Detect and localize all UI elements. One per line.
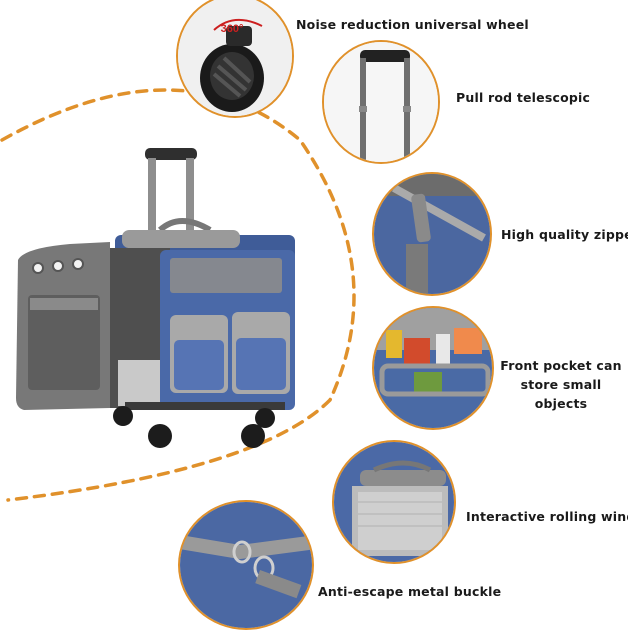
feature-label-buckle: Anti-escape metal buckle — [318, 584, 502, 599]
feature-label-zipper: High quality zipper — [501, 227, 628, 242]
telescopic-handle-icon — [322, 40, 440, 164]
feature-label-window: Interactive rolling window — [466, 509, 628, 524]
feature-label-pocket-line1: Front pocket can — [500, 358, 622, 373]
feature-label-handle: Pull rod telescopic — [456, 90, 591, 105]
feature-label-wheel: Noise reduction universal wheel — [296, 17, 529, 32]
feature-label-pocket: Front pocket can store small objects — [500, 356, 622, 413]
feature-label-pocket-line2: store small objects — [520, 377, 602, 411]
product-image — [10, 140, 310, 460]
wheel-360-badge: 360° — [221, 23, 244, 35]
wheel-360-icon: 360° — [176, 0, 294, 118]
zipper-icon — [372, 172, 492, 296]
front-pocket-icon — [372, 306, 494, 430]
rolling-window-icon — [332, 440, 456, 564]
metal-buckle-icon — [178, 500, 314, 630]
